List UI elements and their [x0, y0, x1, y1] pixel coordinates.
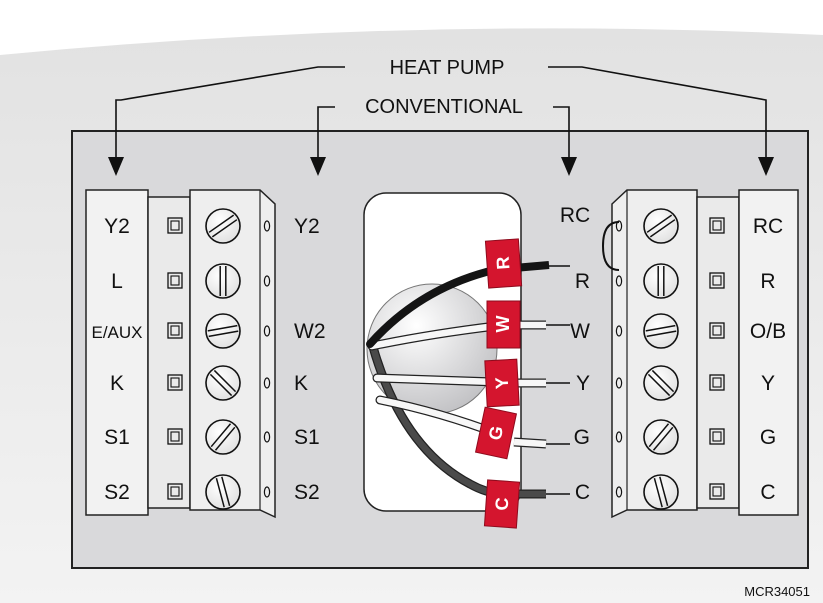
left-screw-2 — [205, 313, 241, 349]
right-inner-label-1: R — [575, 270, 590, 293]
left-inner-label-0: Y2 — [294, 215, 320, 238]
left-outer-label-5: S2 — [104, 481, 130, 504]
left-terminal-block — [85, 189, 276, 519]
left-screw-3 — [205, 365, 241, 401]
conventional-leader — [317, 106, 570, 160]
wire-tag-labels: R W Y G C — [485, 256, 514, 511]
conventional-label: CONVENTIONAL — [365, 96, 523, 118]
left-screw-5 — [205, 474, 241, 510]
right-outer-label-0: RC — [753, 215, 783, 238]
figure-code: MCR34051 — [744, 584, 810, 599]
left-screws — [167, 208, 271, 510]
wire-tag-c: C — [492, 497, 513, 511]
left-screw-1 — [205, 263, 241, 299]
wire-tag-w: W — [493, 316, 513, 333]
left-screw-4 — [205, 419, 241, 455]
left-inner-label-3: K — [294, 372, 308, 395]
left-inner-label-5: S2 — [294, 481, 320, 504]
right-screw-5 — [643, 474, 679, 510]
left-screw-0 — [205, 208, 241, 244]
left-inner-label-4: S1 — [294, 426, 320, 449]
right-outer-label-5: C — [760, 481, 775, 504]
wire-tag-r: R — [493, 256, 514, 270]
right-screw-4 — [643, 419, 679, 455]
wire-tag-y: Y — [492, 376, 513, 389]
right-screw-1 — [643, 263, 679, 299]
right-screws — [615, 208, 725, 510]
right-outer-label-3: Y — [761, 372, 775, 395]
right-terminal-block — [601, 189, 799, 519]
right-outer-label-1: R — [760, 270, 775, 293]
right-screw-0 — [643, 208, 679, 244]
right-inner-label-0: RC — [560, 204, 590, 227]
right-inner-labels: RC R W Y G C — [560, 204, 590, 504]
right-inner-label-3: Y — [576, 372, 590, 395]
right-screw-2 — [643, 313, 679, 349]
left-outer-label-3: K — [110, 372, 124, 395]
rc-r-jumper — [601, 221, 620, 271]
left-outer-label-0: Y2 — [104, 215, 130, 238]
wire-tag-g: G — [485, 424, 507, 442]
right-inner-label-5: C — [575, 481, 590, 504]
left-outer-label-4: S1 — [104, 426, 130, 449]
wire-tag-shapes — [474, 238, 523, 529]
left-inner-label-2: W2 — [294, 320, 326, 343]
right-screw-3 — [643, 365, 679, 401]
right-outer-label-2: O/B — [750, 320, 786, 343]
right-outer-label-4: G — [760, 426, 776, 449]
right-inner-label-2: W — [570, 320, 590, 343]
left-outer-label-2: E/AUX — [91, 323, 142, 342]
right-outer-labels: RC R O/B Y G C — [750, 215, 786, 504]
heat-pump-leader — [115, 66, 767, 160]
right-inner-label-4: G — [574, 426, 590, 449]
left-outer-label-1: L — [111, 270, 123, 293]
heat-pump-label: HEAT PUMP — [390, 57, 505, 79]
